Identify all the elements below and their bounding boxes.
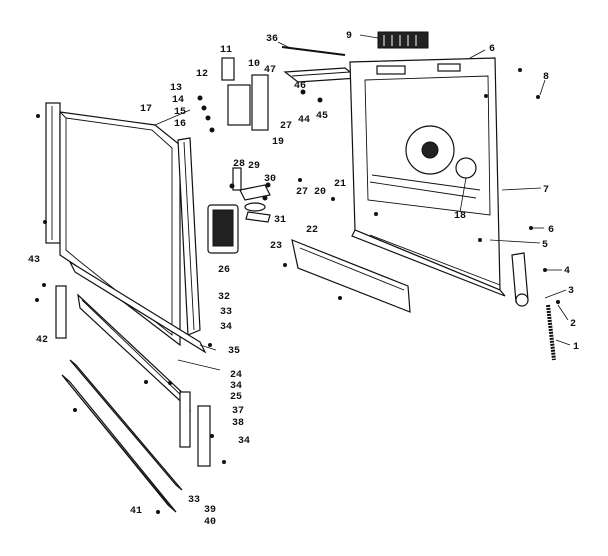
vent-grille — [377, 31, 429, 49]
label-36: 36 — [266, 34, 278, 45]
kick-panel — [291, 239, 411, 313]
label-45: 45 — [316, 111, 328, 122]
label-27b: 27 — [296, 187, 308, 198]
label-29: 29 — [248, 161, 260, 172]
label-22: 22 — [306, 225, 318, 236]
label-39: 39 — [204, 505, 216, 516]
label-30: 30 — [264, 174, 276, 185]
screws — [35, 68, 560, 514]
vertical-bar-38 — [197, 405, 211, 467]
label-31: 31 — [274, 215, 286, 226]
label-2: 2 — [570, 319, 576, 330]
label-21: 21 — [334, 179, 346, 190]
latch-assembly — [229, 167, 271, 223]
door-spring — [546, 304, 556, 361]
label-18: 18 — [454, 211, 466, 222]
label-8: 8 — [543, 72, 549, 83]
part-labels: 1 2 3 4 5 6 6 7 8 9 10 11 12 13 14 15 16… — [28, 31, 579, 528]
label-16: 16 — [174, 119, 186, 130]
lower-rail-40 — [61, 374, 177, 513]
vertical-bar-33 — [179, 391, 191, 448]
label-5: 5 — [542, 240, 548, 251]
label-1: 1 — [573, 342, 579, 353]
label-26: 26 — [218, 265, 230, 276]
label-28: 28 — [233, 159, 245, 170]
vertical-bar-42 — [55, 285, 67, 339]
outer-door-panel — [59, 111, 181, 347]
label-17: 17 — [140, 104, 152, 115]
lower-rail-39 — [69, 359, 183, 491]
label-42: 42 — [36, 335, 48, 346]
leader-lines — [154, 34, 571, 371]
rod — [281, 46, 346, 56]
label-6a: 6 — [489, 44, 495, 55]
label-47: 47 — [264, 65, 276, 76]
door-side-trim — [177, 137, 201, 336]
label-19: 19 — [272, 137, 284, 148]
label-46: 46 — [294, 81, 306, 92]
label-27a: 27 — [280, 121, 292, 132]
hinge-assembly — [197, 57, 269, 133]
label-10: 10 — [248, 59, 260, 70]
label-40: 40 — [204, 517, 216, 528]
bottom-trim-rail — [68, 260, 207, 354]
label-7: 7 — [543, 185, 549, 196]
label-43: 43 — [28, 255, 40, 266]
label-6b: 6 — [548, 225, 554, 236]
left-side-strip — [45, 102, 61, 244]
label-24: 24 — [230, 370, 242, 381]
label-32: 32 — [218, 292, 230, 303]
label-34a: 34 — [220, 322, 232, 333]
label-44: 44 — [298, 115, 310, 126]
label-13: 13 — [170, 83, 182, 94]
label-35: 35 — [228, 346, 240, 357]
label-34c: 34 — [238, 436, 250, 447]
label-25: 25 — [230, 392, 242, 403]
label-33a: 33 — [220, 307, 232, 318]
label-12: 12 — [196, 69, 208, 80]
label-4: 4 — [564, 266, 570, 277]
label-15: 15 — [174, 107, 186, 118]
label-41: 41 — [130, 506, 142, 517]
label-20: 20 — [314, 187, 326, 198]
label-3: 3 — [568, 286, 574, 297]
label-34b: 34 — [230, 381, 242, 392]
label-14: 14 — [172, 95, 184, 106]
label-38: 38 — [232, 418, 244, 429]
inner-door-liner — [349, 57, 501, 291]
label-33b: 33 — [188, 495, 200, 506]
label-37: 37 — [232, 406, 244, 417]
label-9: 9 — [346, 31, 352, 42]
door-handle — [207, 204, 239, 254]
label-11: 11 — [220, 45, 232, 56]
label-23: 23 — [270, 241, 282, 252]
liner-bottom-lip — [351, 229, 506, 297]
right-side-bracket — [511, 252, 529, 307]
